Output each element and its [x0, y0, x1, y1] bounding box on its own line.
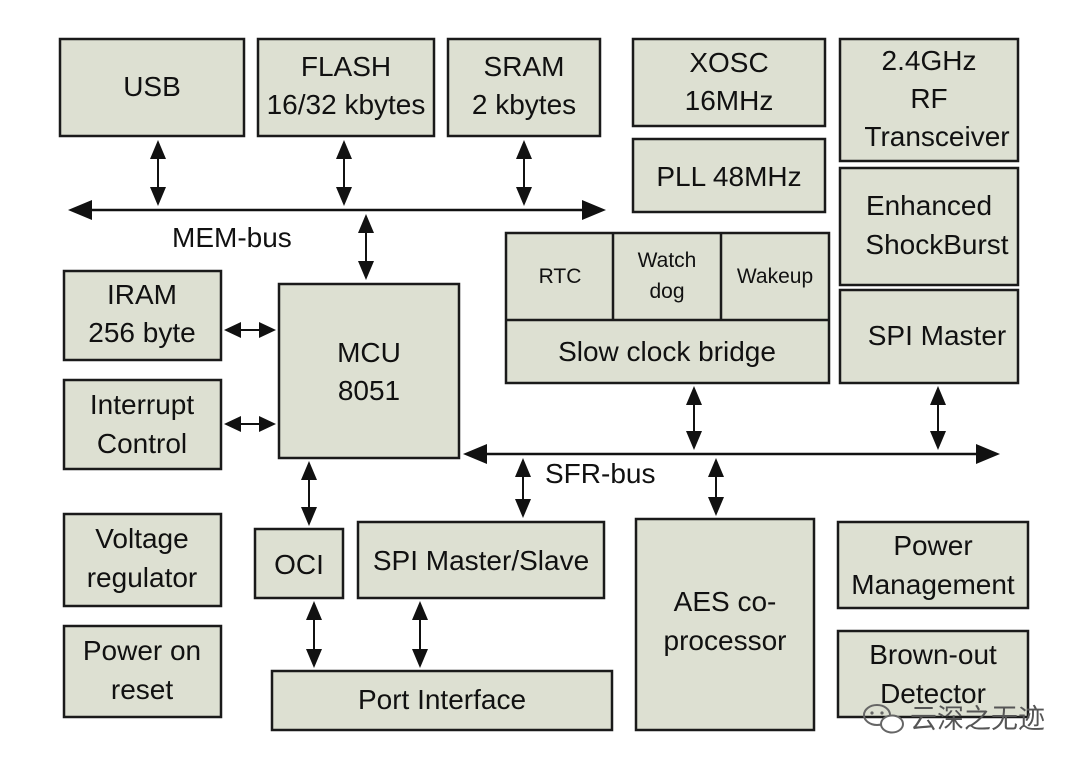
- xosc-label-line1: XOSC: [689, 47, 768, 78]
- sfr-bus-left-arrowhead: [463, 444, 487, 464]
- mcu-label-line1: MCU: [337, 337, 401, 368]
- slow-clock-sfr-bus-arrow: [686, 386, 702, 450]
- interrupt-label-line2: Control: [97, 428, 187, 459]
- iram-block: IRAM 256 byte: [62, 269, 223, 362]
- sram-block: SRAM 2 kbytes: [446, 37, 602, 138]
- rf-label-line3: Transceiver: [864, 121, 1009, 152]
- watermark: 云深之无迹: [863, 704, 1045, 735]
- brownout-label-line1: Brown-out: [869, 639, 997, 670]
- voltage-regulator-block: Voltage regulator: [62, 512, 223, 608]
- clock-bridge-group: RTC Watch dog Wakeup Slow clock bridge: [504, 231, 831, 385]
- port-interface-block: Port Interface: [270, 669, 614, 732]
- rtc-label: RTC: [539, 265, 582, 288]
- power-management-block: Power Management: [836, 520, 1030, 610]
- spi-master-slave-label: SPI Master/Slave: [373, 545, 589, 576]
- aes-label-line1: AES co-: [674, 586, 777, 617]
- mem-bus-mcu-arrow: [358, 214, 374, 280]
- oci-port-interface-arrow: [306, 601, 322, 668]
- wakeup-label: Wakeup: [737, 265, 813, 288]
- pll-block: PLL 48MHz: [631, 137, 827, 214]
- usb-mem-bus-arrow: [150, 140, 166, 206]
- usb-label: USB: [123, 71, 181, 102]
- oci-label: OCI: [274, 549, 324, 580]
- mcu-block: MCU 8051: [277, 282, 461, 460]
- sfr-bus-spi-master-slave-arrow: [515, 458, 531, 518]
- power-mgmt-label-line1: Power: [893, 530, 972, 561]
- spi-master-slave-port-interface-arrow: [412, 601, 428, 668]
- power-mgmt-label-line2: Management: [851, 569, 1015, 600]
- xosc-label-line2: 16MHz: [685, 85, 774, 116]
- mem-bus-right-arrowhead: [582, 200, 606, 220]
- enhanced-shockburst-block: Enhanced ShockBurst: [838, 166, 1020, 287]
- mcu-label-line2: 8051: [338, 375, 400, 406]
- aes-label-line2: processor: [664, 625, 787, 656]
- mem-bus-left-arrowhead: [68, 200, 92, 220]
- iram-label-line2: 256 byte: [88, 317, 195, 348]
- spi-master-slave-block: SPI Master/Slave: [356, 520, 606, 600]
- sfr-bus: SFR-bus: [463, 444, 1000, 489]
- watermark-text: 云深之无迹: [910, 704, 1045, 735]
- mcu-oci-arrow: [301, 461, 317, 526]
- iram-mcu-arrow: [224, 322, 276, 338]
- iram-label-line1: IRAM: [107, 279, 177, 310]
- enhanced-label-line2: ShockBurst: [865, 229, 1008, 260]
- sfr-bus-aes-arrow: [708, 458, 724, 516]
- enhanced-label-line1: Enhanced: [866, 190, 992, 221]
- interrupt-mcu-arrow: [224, 416, 276, 432]
- watchdog-label-line2: dog: [649, 280, 684, 303]
- connector-arrows: [150, 140, 946, 668]
- interrupt-control-block: Interrupt Control: [62, 378, 223, 471]
- sfr-bus-label: SFR-bus: [545, 458, 655, 489]
- sram-label-line2: 2 kbytes: [472, 89, 576, 120]
- spi-master-block: SPI Master: [838, 288, 1020, 385]
- power-on-label-line1: Power on: [83, 635, 201, 666]
- power-on-label-line2: reset: [111, 674, 173, 705]
- spi-master-sfr-bus-arrow: [930, 386, 946, 450]
- slow-clock-bridge-label: Slow clock bridge: [558, 336, 776, 367]
- mem-bus: MEM-bus: [68, 200, 606, 253]
- flash-label-line2: 16/32 kbytes: [267, 89, 426, 120]
- voltage-label-line2: regulator: [87, 562, 198, 593]
- rf-transceiver-block: 2.4GHz RF Transceiver: [838, 37, 1020, 163]
- flash-block: FLASH 16/32 kbytes: [256, 37, 436, 138]
- watchdog-label-line1: Watch: [638, 249, 697, 272]
- sfr-bus-right-arrowhead: [976, 444, 1000, 464]
- flash-label-line1: FLASH: [301, 51, 391, 82]
- xosc-block: XOSC 16MHz: [631, 37, 827, 128]
- aes-coprocessor-block: AES co- processor: [634, 517, 816, 732]
- brownout-label-line2: Detector: [880, 678, 986, 709]
- pll-label: PLL 48MHz: [656, 161, 801, 192]
- sram-mem-bus-arrow: [516, 140, 532, 206]
- spi-master-label: SPI Master: [868, 320, 1006, 351]
- rf-label-line2: RF: [910, 83, 947, 114]
- flash-mem-bus-arrow: [336, 140, 352, 206]
- voltage-label-line1: Voltage: [95, 523, 188, 554]
- wechat-icon: [863, 704, 904, 734]
- rf-label-line1: 2.4GHz: [882, 45, 977, 76]
- interrupt-label-line1: Interrupt: [90, 389, 194, 420]
- port-interface-label: Port Interface: [358, 684, 526, 715]
- sram-label-line1: SRAM: [484, 51, 565, 82]
- oci-block: OCI: [253, 527, 345, 600]
- power-on-reset-block: Power on reset: [62, 624, 223, 719]
- mem-bus-label: MEM-bus: [172, 222, 292, 253]
- usb-block: USB: [58, 37, 246, 138]
- brown-out-detector-block: Brown-out Detector: [836, 629, 1030, 719]
